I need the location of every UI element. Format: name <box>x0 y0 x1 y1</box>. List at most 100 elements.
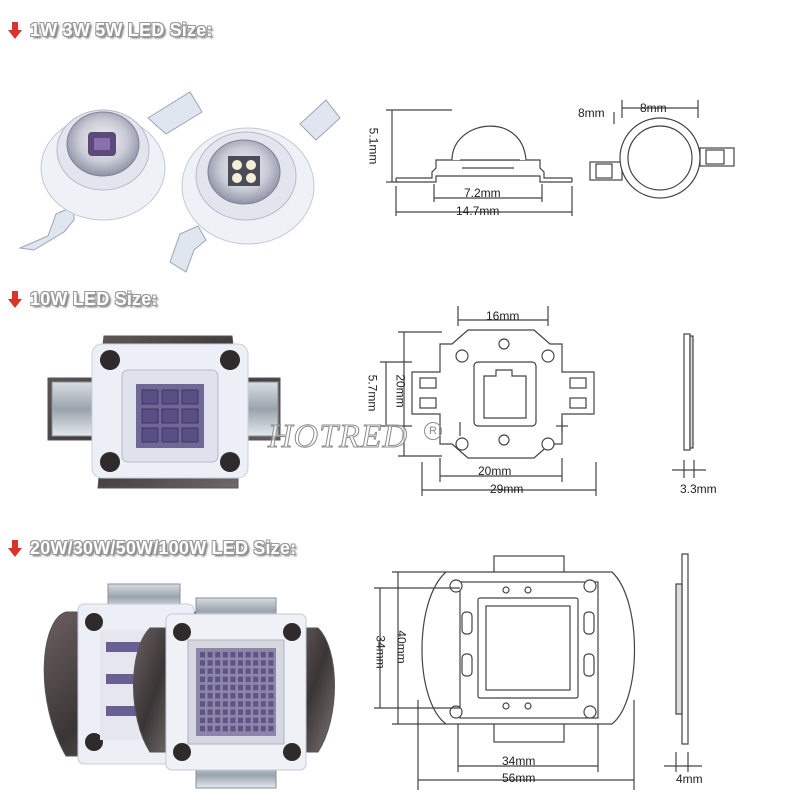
led-chip <box>230 660 236 666</box>
led-chip <box>222 709 228 715</box>
led-chip <box>200 684 205 691</box>
dim-label: 8mm <box>640 101 667 115</box>
led-chip <box>268 725 274 732</box>
led-chip <box>260 693 266 699</box>
led-chip <box>238 725 243 732</box>
dim-label: 34mm <box>373 635 388 669</box>
led-chip <box>200 725 205 732</box>
led-chip <box>215 701 221 707</box>
heading-text: 1W 3W 5W LED Size: <box>30 20 213 41</box>
down-arrow-icon <box>8 21 22 39</box>
led-chip <box>260 725 266 732</box>
mid-led-top-view <box>380 306 597 496</box>
led-chip <box>268 684 274 691</box>
led-chip <box>245 725 251 732</box>
section-heading-mid: 10W LED Size: <box>8 289 158 310</box>
led-chip <box>222 652 228 658</box>
led-chip <box>245 676 251 683</box>
led-chip <box>215 660 221 666</box>
dim-label: 29mm <box>490 482 524 496</box>
led-chip <box>215 693 221 699</box>
dim-label: 8mm <box>578 106 605 120</box>
large-led-side-view <box>664 553 702 772</box>
led-chip <box>200 693 205 699</box>
led-chip <box>230 668 236 674</box>
led-chip <box>230 709 236 715</box>
mid-led-side-view <box>672 333 706 478</box>
led-chip <box>215 709 221 715</box>
led-chip <box>245 701 251 707</box>
led-chip <box>230 717 236 724</box>
led-chip <box>207 676 213 683</box>
dim-label: 34mm <box>502 754 536 768</box>
dim-label: 40mm <box>394 630 409 664</box>
section-heading-small: 1W 3W 5W LED Size: <box>8 20 213 41</box>
dim-label: 56mm <box>502 771 536 785</box>
led-chip <box>253 701 259 707</box>
led-chip <box>268 676 274 683</box>
led-chip <box>245 660 251 666</box>
led-chip <box>207 668 213 674</box>
led-chip <box>200 668 205 674</box>
led-chip <box>245 652 251 658</box>
led-chip <box>268 701 274 707</box>
led-chip <box>215 676 221 683</box>
dim-label: 7.2mm <box>464 186 501 200</box>
led-chip <box>230 725 236 732</box>
led-chip <box>268 668 274 674</box>
led-chip <box>238 668 243 674</box>
led-chip <box>200 676 205 683</box>
led-chip <box>207 660 213 666</box>
dim-label: 5.7mm <box>365 374 380 412</box>
led-chip <box>245 717 251 724</box>
watermark-text: HOTRED <box>267 418 409 456</box>
led-chip <box>215 652 221 658</box>
led-chip <box>207 725 213 732</box>
led-chip <box>200 652 205 658</box>
led-chip <box>260 652 266 658</box>
led-chip <box>253 693 259 699</box>
dim-label: 16mm <box>486 309 520 323</box>
led-chip <box>238 693 243 699</box>
down-arrow-icon <box>8 539 22 557</box>
small-led-top-view <box>589 100 735 199</box>
led-chip <box>222 717 228 724</box>
led-chip <box>253 709 259 715</box>
led-chip <box>253 725 259 732</box>
led-chip <box>230 693 236 699</box>
chip-grid <box>200 652 274 732</box>
led-chip <box>268 717 274 724</box>
led-chip <box>222 668 228 674</box>
led-chip <box>253 676 259 683</box>
led-chip <box>268 652 274 658</box>
led-chip <box>215 725 221 732</box>
dim-label: 4mm <box>676 772 703 786</box>
registered-mark: R <box>424 422 442 440</box>
led-chip <box>222 676 228 683</box>
led-chip <box>200 701 205 707</box>
led-chip <box>207 709 213 715</box>
led-chip <box>245 684 251 691</box>
led-chip <box>207 652 213 658</box>
led-chip <box>260 684 266 691</box>
led-chip <box>245 668 251 674</box>
led-chip <box>238 676 243 683</box>
heading-text: 10W LED Size: <box>30 289 158 310</box>
led-chip <box>215 668 221 674</box>
led-chip <box>268 693 274 699</box>
led-chip <box>222 693 228 699</box>
dim-label: 20mm <box>393 374 408 408</box>
led-chip <box>238 660 243 666</box>
led-chip <box>253 668 259 674</box>
led-chip <box>238 701 243 707</box>
led-chip <box>260 668 266 674</box>
led-chip <box>207 717 213 724</box>
led-chip <box>230 676 236 683</box>
led-chip <box>260 660 266 666</box>
led-chip <box>215 717 221 724</box>
led-chip <box>230 701 236 707</box>
led-chip <box>207 684 213 691</box>
led-chip <box>245 709 251 715</box>
small-led-side-view <box>386 109 573 216</box>
